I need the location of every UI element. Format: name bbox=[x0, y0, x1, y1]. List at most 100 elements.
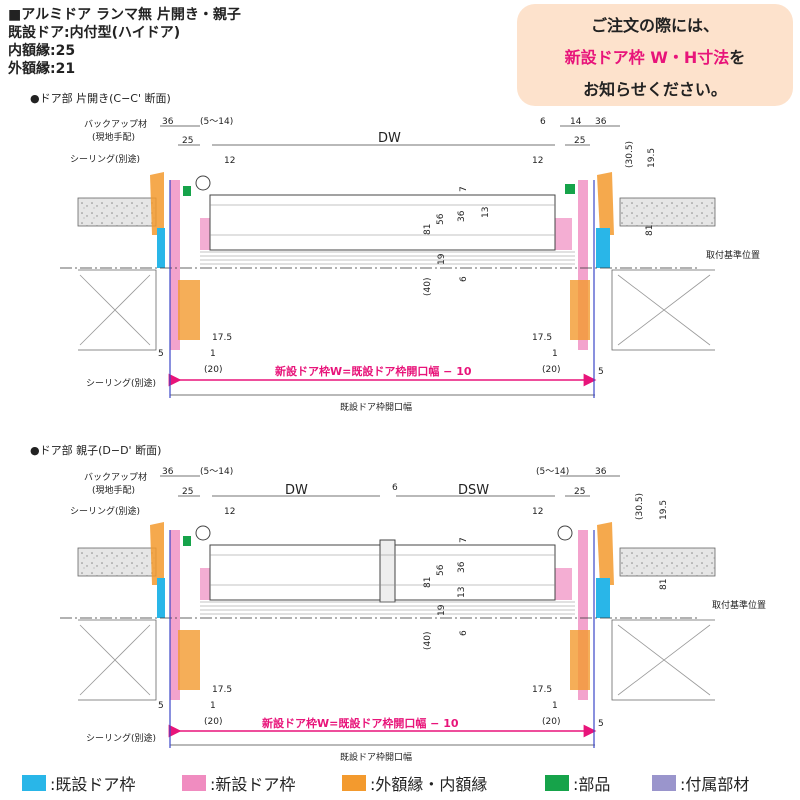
notice-line2-suffix: を bbox=[729, 48, 746, 67]
header-existing-door: 既設ドア:内付型(ハイドア) bbox=[8, 25, 181, 41]
header-title: ■アルミドア ランマ無 片開き・親子 bbox=[8, 7, 241, 23]
dim-19: 19 bbox=[437, 253, 447, 265]
legend-label-part: :部品 bbox=[573, 775, 611, 794]
dim2-36-mid: 36 bbox=[457, 561, 467, 573]
dim2-1-right: 1 bbox=[552, 701, 558, 711]
dim-dw: DW bbox=[378, 131, 401, 146]
dim2-36-left: 36 bbox=[162, 467, 174, 477]
part-left bbox=[183, 186, 191, 196]
legend-part: :部品 bbox=[545, 771, 610, 795]
legend-swatch-casing bbox=[342, 775, 366, 791]
dim2-36-right: 36 bbox=[595, 467, 607, 477]
label2-sealing-bottom: シーリング(別途) bbox=[86, 732, 156, 744]
dim-19-5: 19.5 bbox=[647, 148, 657, 168]
legend-existing-frame: :既設ドア枠 bbox=[22, 771, 135, 795]
dim-5-right: 5 bbox=[598, 367, 604, 377]
outer2-casing-left bbox=[150, 522, 164, 585]
legend-casing: :外額縁・内額縁 bbox=[342, 771, 487, 795]
legend-swatch-accessory bbox=[652, 775, 676, 791]
notice-line1: ご注文の際には、 bbox=[590, 16, 719, 35]
wall-left-outline bbox=[78, 269, 157, 351]
legend-swatch-existing bbox=[22, 775, 46, 791]
dim-30-5: (30.5) bbox=[625, 141, 635, 168]
door2-panel-lines bbox=[200, 554, 575, 615]
dim2-dsw: DSW bbox=[458, 483, 489, 498]
outer-casing-left bbox=[150, 172, 164, 235]
door-stile-right bbox=[552, 218, 572, 250]
legend-label-casing: :外額縁・内額縁 bbox=[370, 775, 488, 794]
dim-81-mid: 81 bbox=[423, 224, 433, 235]
part-right bbox=[565, 184, 575, 194]
label2-backup-sub: (現地手配) bbox=[92, 484, 135, 496]
existing2-width: 既設ドア枠開口幅 bbox=[340, 751, 412, 763]
hinge-left bbox=[195, 175, 211, 191]
dim-6: 6 bbox=[540, 117, 546, 127]
dim2-81-mid: 81 bbox=[423, 577, 433, 588]
dim2-81-right: 81 bbox=[659, 579, 669, 590]
legend: :既設ドア枠 :新設ドア枠 :外額縁・内額縁 :部品 :付属部材 bbox=[0, 765, 800, 800]
wall-concrete-left bbox=[77, 197, 157, 227]
dim2-6: 6 bbox=[392, 483, 398, 493]
label-backup-sub: (現地手配) bbox=[92, 131, 135, 143]
dim2-40: (40) bbox=[423, 632, 433, 650]
inner-casing-right bbox=[570, 280, 590, 340]
new2-frame-left bbox=[170, 530, 180, 700]
dim-17-5-left: 17.5 bbox=[212, 333, 232, 343]
inner2-casing-left bbox=[178, 630, 200, 690]
label2-backup: バックアップ材 bbox=[84, 471, 147, 483]
wall-right-cross bbox=[617, 274, 711, 346]
dim-56: 56 bbox=[436, 213, 446, 225]
legend-accessory: :付属部材 bbox=[652, 771, 749, 795]
dim-1-right: 1 bbox=[552, 349, 558, 359]
dim-36-left: 36 bbox=[162, 117, 174, 127]
existing2-frame-left bbox=[157, 578, 165, 618]
dim2-5-left: 5 bbox=[158, 701, 164, 711]
formula-label: 新設ドア枠W=既設ドア枠開口幅 − 10 bbox=[275, 364, 472, 378]
wall2-left-outline bbox=[78, 619, 157, 701]
hinge2-right bbox=[557, 525, 573, 541]
label2-sealing-top: シーリング(別途) bbox=[70, 505, 140, 517]
wall2-right-outline bbox=[611, 619, 715, 701]
dim2-25-right: 25 bbox=[574, 487, 585, 497]
dim-40: (40) bbox=[423, 278, 433, 296]
notice-highlight: 新設ドア枠 W・H寸法 bbox=[564, 48, 730, 67]
dim2-30-5: (30.5) bbox=[635, 493, 645, 520]
label-backup: バックアップ材 bbox=[84, 118, 147, 130]
dim-20-right: (20) bbox=[542, 365, 560, 375]
outer-casing-right bbox=[597, 172, 614, 235]
formula2-label: 新設ドア枠W=既設ドア枠開口幅 − 10 bbox=[262, 716, 459, 730]
dim-20-left: (20) bbox=[204, 365, 222, 375]
section-double-door: ●ドア部 親子(D−D' 断面) bbox=[30, 443, 766, 763]
dim2-dw: DW bbox=[285, 483, 308, 498]
label-reference: 取付基準位置 bbox=[706, 249, 760, 261]
legend-new-frame: :新設ドア枠 bbox=[182, 771, 295, 795]
notice-line3: お知らせください。 bbox=[583, 80, 727, 99]
dim2-7: 7 bbox=[459, 537, 469, 543]
header: ■アルミドア ランマ無 片開き・親子 既設ドア:内付型(ハイドア) 内額縁:25… bbox=[8, 6, 428, 78]
legend-label-existing: :既設ドア枠 bbox=[50, 775, 136, 794]
legend-swatch-part bbox=[545, 775, 569, 791]
dim-25-right: 25 bbox=[574, 136, 585, 146]
label2-reference: 取付基準位置 bbox=[712, 599, 766, 611]
new-frame-right bbox=[578, 180, 588, 350]
dim2-19-5: 19.5 bbox=[659, 500, 669, 520]
door-panel-main bbox=[209, 544, 381, 601]
dim-81-right: 81 bbox=[645, 225, 655, 236]
dim-6-mid: 6 bbox=[459, 276, 469, 282]
header-outer-casing: 外額縁:21 bbox=[8, 61, 76, 77]
label-sealing-bottom: シーリング(別途) bbox=[86, 377, 156, 389]
door-panel-lines bbox=[200, 204, 575, 265]
legend-label-new: :新設ドア枠 bbox=[210, 775, 296, 794]
order-notice: ご注文の際には、 新設ドア枠 W・H寸法を お知らせください。 bbox=[517, 4, 793, 106]
wall2-concrete-left bbox=[77, 547, 157, 577]
dim2-25-left: 25 bbox=[182, 487, 193, 497]
outer2-casing-right bbox=[597, 522, 614, 585]
wall-right-outline bbox=[611, 269, 715, 351]
meeting-stile bbox=[379, 539, 396, 603]
dim-25-left: 25 bbox=[182, 136, 193, 146]
door-panel-sub bbox=[394, 544, 556, 601]
label-sealing-top: シーリング(別途) bbox=[70, 153, 140, 165]
legend-swatch-new bbox=[182, 775, 206, 791]
dim2-1-left: 1 bbox=[210, 701, 216, 711]
